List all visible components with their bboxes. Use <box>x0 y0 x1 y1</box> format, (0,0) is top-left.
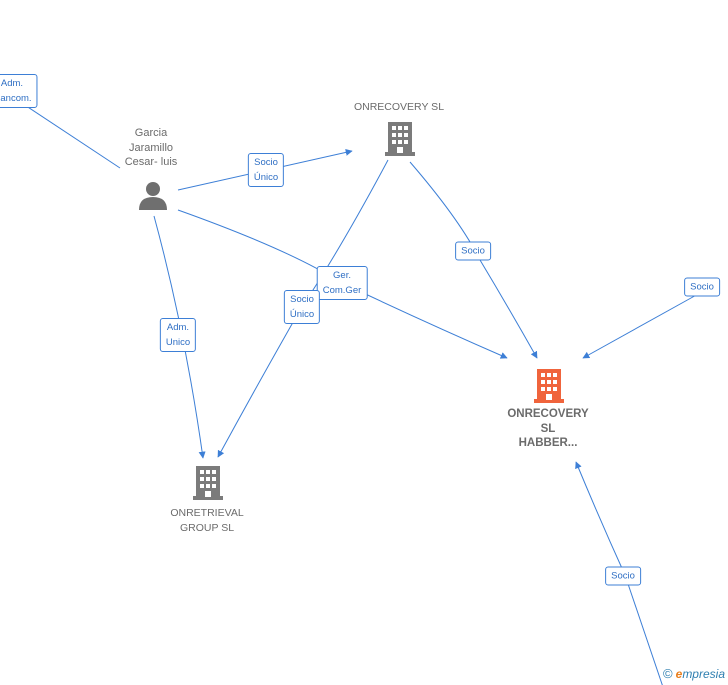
edge-label-ger-comger[interactable]: Ger. Com.Ger <box>316 266 368 300</box>
edge-label-socio-unico-mid[interactable]: Socio Único <box>283 290 321 324</box>
edge-far-right-habber <box>582 292 701 359</box>
edge-label-socio-right-top[interactable]: Socio <box>455 241 491 261</box>
person-icon[interactable] <box>138 180 168 210</box>
edge-label-adm-mancom[interactable]: Adm. Mancom. <box>0 74 38 108</box>
edge-label-adm-unico[interactable]: Adm. Unico <box>159 318 197 352</box>
edge-label-socio-far-right[interactable]: Socio <box>684 277 720 297</box>
edge-label-socio-bottom[interactable]: Socio <box>605 566 641 586</box>
node-label-onrecovery[interactable]: ONRECOVERY SL <box>353 101 445 113</box>
node-label-onretrieval[interactable]: ONRETRIEVAL GROUP SL <box>170 507 244 534</box>
building-icon[interactable] <box>385 120 415 156</box>
building-icon[interactable] <box>193 464 223 500</box>
copyright-icon: © <box>663 666 673 681</box>
empresia-watermark: ©empresia <box>663 666 725 681</box>
edge-label-socio-unico-top[interactable]: Socio Único <box>247 153 285 187</box>
focus-building-icon[interactable] <box>534 367 564 403</box>
node-label-person[interactable]: Garcia Jaramillo Cesar- luis <box>124 127 178 168</box>
node-label-onrecovery-habber[interactable]: ONRECOVERY SL HABBER... <box>507 408 589 449</box>
